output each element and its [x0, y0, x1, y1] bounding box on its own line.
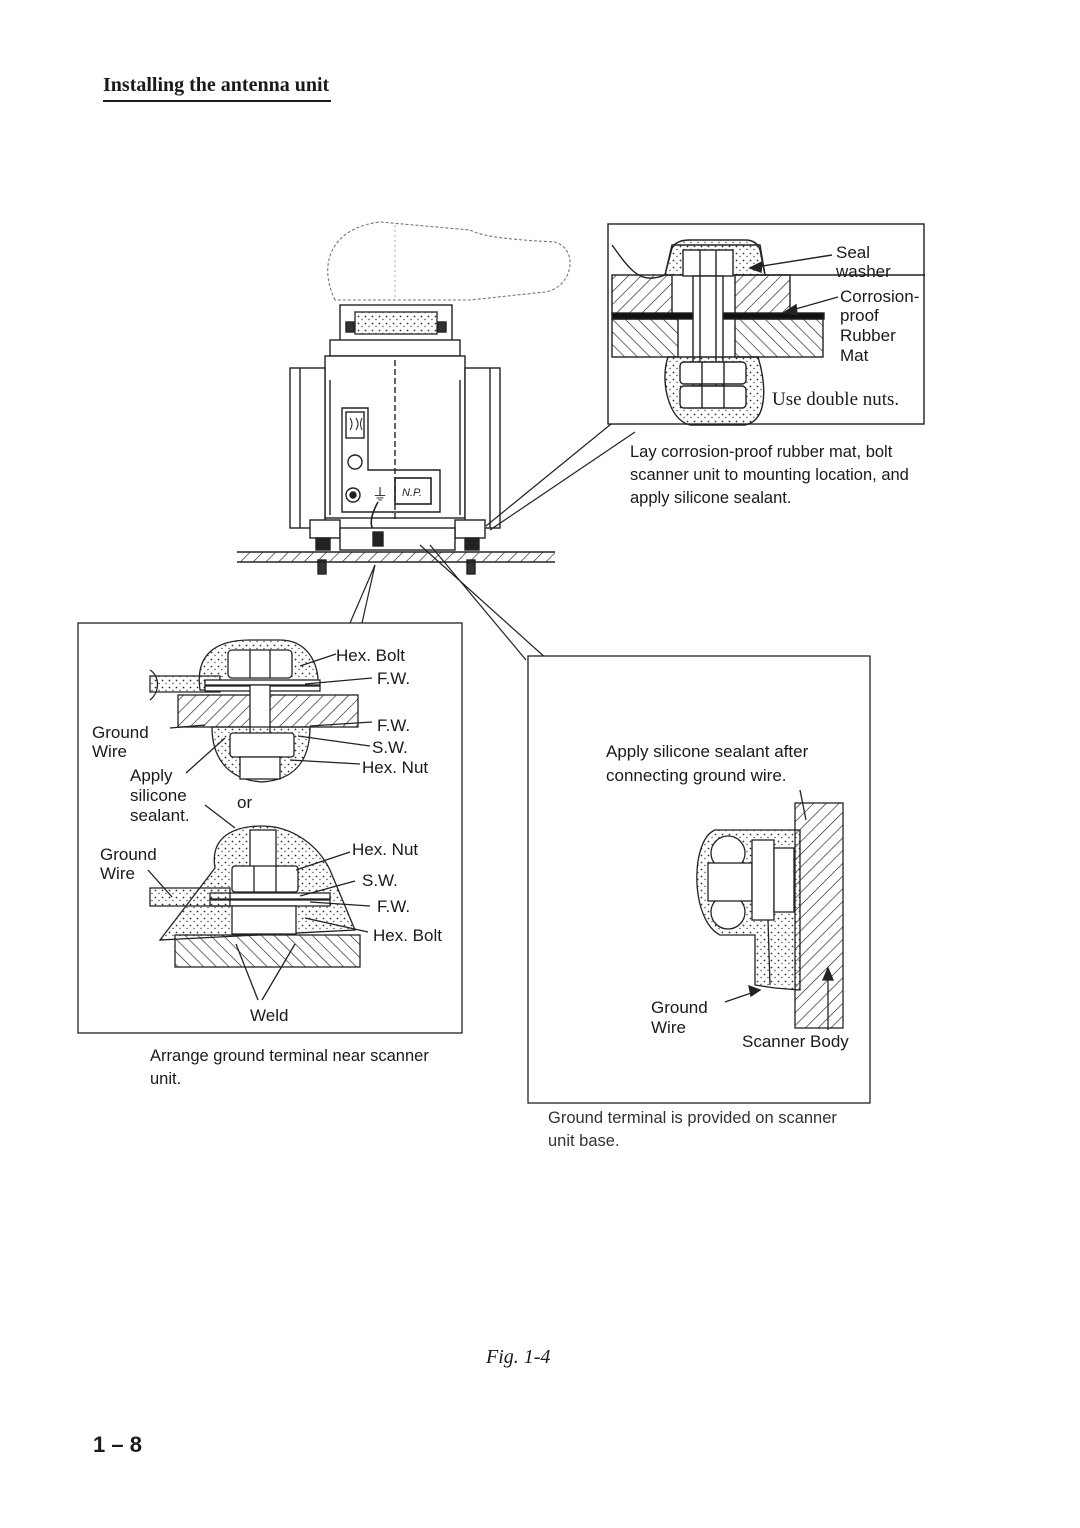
- leader-lines: [349, 419, 636, 661]
- rubber-mat-label-4: Mat: [840, 346, 869, 365]
- ground-wire-label-right-2: Wire: [651, 1018, 686, 1037]
- fw-label-bot: F.W.: [377, 897, 411, 916]
- seal-washer-label-2: washer: [836, 262, 891, 281]
- ground-wire-label-bot-2: Wire: [100, 864, 135, 883]
- ground-wire-label-bot-1: Ground: [100, 845, 157, 864]
- apply-after-label-1: Apply silicone sealant after: [606, 742, 809, 761]
- ground-wire-label-top-2: Wire: [92, 742, 127, 761]
- sw-label-top: S.W.: [372, 738, 408, 757]
- svg-text:⏚: ⏚: [372, 485, 388, 504]
- weld-label: Weld: [250, 1006, 289, 1025]
- hex-bolt-label-bot: Hex. Bolt: [373, 926, 442, 945]
- fw-label-top-2: F.W.: [377, 716, 411, 735]
- double-nuts-note: Use double nuts.: [772, 389, 900, 410]
- rubber-mat-label-3: Rubber: [840, 326, 896, 345]
- figure-caption: Fig. 1-4: [486, 1346, 551, 1368]
- seal-washer-label-1: Seal: [836, 243, 871, 262]
- apply-sealant-label-3: sealant.: [130, 806, 190, 825]
- scanner-unit: ⏚ N.P.: [237, 221, 571, 575]
- or-label: or: [237, 793, 253, 812]
- rubber-mat-label-2: proof: [840, 306, 879, 325]
- hex-nut-label-bot: Hex. Nut: [352, 840, 419, 859]
- page-number: 1 – 8: [93, 1432, 142, 1457]
- right-detail-caption: Ground terminal is provided on scanner u…: [548, 1109, 837, 1150]
- seal-washer-detail: [607, 223, 925, 426]
- sealant-detail: [527, 655, 871, 1104]
- apply-sealant-label-1: Apply: [130, 766, 173, 785]
- rubber-mat-label-1: Corrosion-: [840, 287, 920, 306]
- ground-terminal-detail: [77, 622, 463, 1034]
- top-detail-caption: Lay corrosion-proof rubber mat, bolt sca…: [630, 443, 909, 507]
- nameplate-label: N.P.: [402, 487, 422, 499]
- hex-nut-label-top: Hex. Nut: [362, 758, 429, 777]
- fw-label-top-1: F.W.: [377, 669, 411, 688]
- sw-label-bot: S.W.: [362, 871, 398, 890]
- ground-wire-label-top-1: Ground: [92, 723, 149, 742]
- scanner-body-label: Scanner Body: [742, 1032, 849, 1051]
- left-detail-caption: Arrange ground terminal near scanner uni…: [150, 1047, 429, 1088]
- section-heading: Installing the antenna unit: [103, 74, 332, 102]
- apply-after-label-2: connecting ground wire.: [606, 766, 787, 785]
- hex-bolt-label-top: Hex. Bolt: [336, 646, 405, 665]
- radome: [327, 221, 571, 301]
- ground-wire-label-right-1: Ground: [651, 998, 708, 1017]
- apply-sealant-label-2: silicone: [130, 786, 187, 805]
